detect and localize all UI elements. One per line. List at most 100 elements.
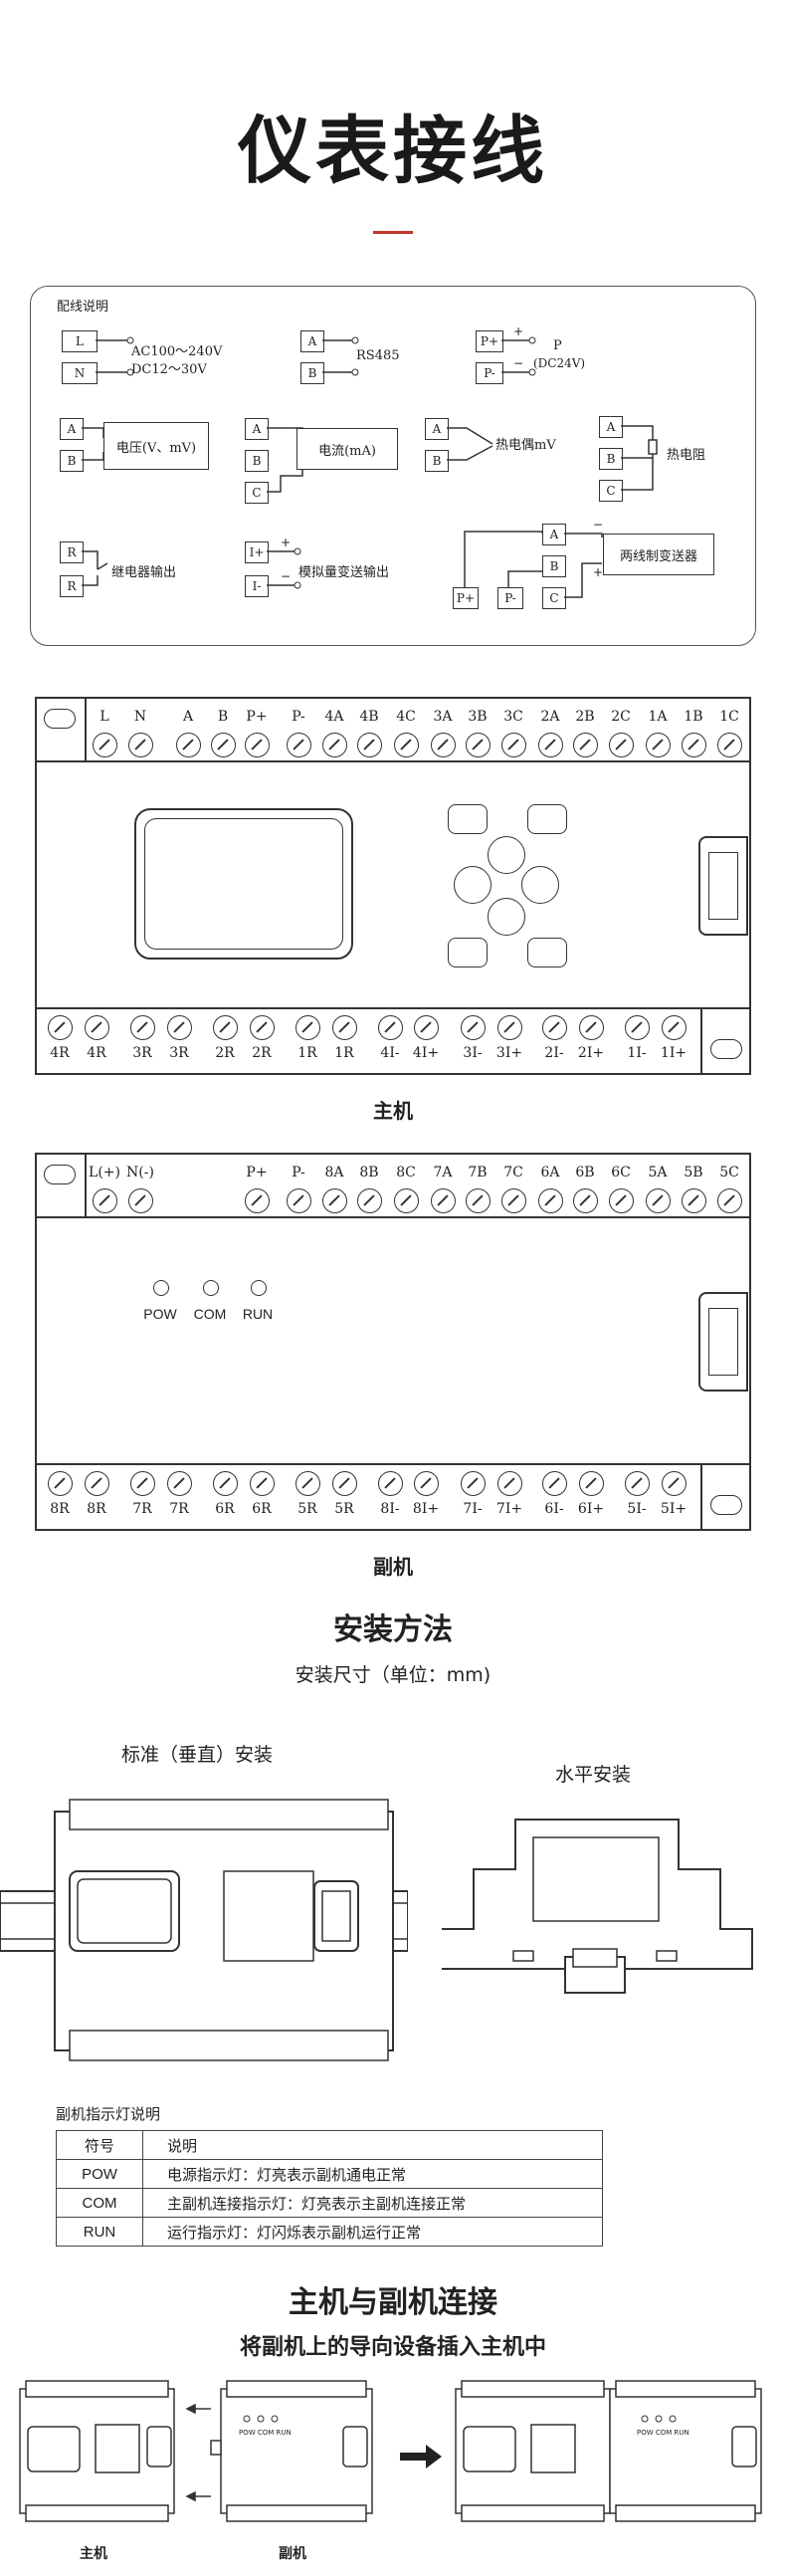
volt-box: 电压(V、mV) bbox=[103, 422, 209, 470]
sub-bottom-terminal-strip bbox=[35, 1463, 751, 1531]
relay-R2-box: R bbox=[60, 575, 84, 597]
horizontal-install-label: 水平安装 bbox=[555, 1764, 632, 1786]
title-accent-rule bbox=[373, 231, 413, 234]
sub-top-terminal-screw bbox=[357, 1188, 382, 1213]
connect-sub-label: 副机 bbox=[279, 2546, 306, 2562]
sub-top-terminal-screw bbox=[646, 1188, 671, 1213]
tx-pplus-box: P+ bbox=[453, 587, 479, 609]
key-bottom-left-button[interactable] bbox=[448, 938, 488, 967]
sub-top-terminal-label: 8B bbox=[359, 1165, 379, 1181]
main-bottom-terminal-screw bbox=[167, 1015, 192, 1040]
sub-bottom-terminal-label: 6I- bbox=[544, 1501, 564, 1517]
key-bottom-right-button[interactable] bbox=[527, 938, 567, 967]
main-top-terminal-label: 2B bbox=[575, 709, 595, 725]
main-top-terminal-screw bbox=[176, 733, 201, 757]
main-top-terminal-label: P- bbox=[292, 709, 305, 725]
main-top-terminal-screw bbox=[322, 733, 347, 757]
sub-top-terminal-label: 5B bbox=[684, 1165, 703, 1181]
main-top-terminal-screw bbox=[573, 733, 598, 757]
sub-top-terminal-screw bbox=[93, 1188, 117, 1213]
main-bottom-terminal-screw bbox=[378, 1015, 403, 1040]
tx-minus-sign: − bbox=[593, 518, 604, 532]
sub-top-terminal-screw bbox=[466, 1188, 491, 1213]
sub-bottom-terminal-screw bbox=[378, 1471, 403, 1496]
sub-bottom-terminal-label: 8R bbox=[87, 1501, 106, 1517]
sub-top-terminal-label: P- bbox=[292, 1165, 305, 1181]
sub-bottom-terminal-screw bbox=[295, 1471, 320, 1496]
sub-bottom-terminal-label: 5R bbox=[334, 1501, 354, 1517]
indicator-table: 符号 说明 POW 电源指示灯：灯亮表示副机通电正常 COM 主副机连接指示灯：… bbox=[56, 2130, 603, 2247]
rs485-label: RS485 bbox=[356, 348, 400, 363]
key-right-button[interactable] bbox=[521, 866, 559, 904]
main-top-terminal-screw bbox=[211, 733, 236, 757]
main-top-left-divider bbox=[85, 697, 87, 762]
p-plus-box: P+ bbox=[476, 330, 503, 352]
main-bottom-terminal-label: 2I- bbox=[544, 1045, 564, 1061]
vertical-install-label: 标准（垂直）安装 bbox=[121, 1744, 274, 1766]
main-bottom-terminal-label: 1I- bbox=[627, 1045, 647, 1061]
main-top-terminal-screw bbox=[357, 733, 382, 757]
key-top-right-button[interactable] bbox=[527, 804, 567, 834]
main-bottom-terminal-strip bbox=[35, 1007, 751, 1075]
indicator-table-title: 副机指示灯说明 bbox=[56, 2105, 161, 2123]
indicator-symbol: COM bbox=[56, 2188, 143, 2218]
sub-top-terminal-label: 8C bbox=[396, 1165, 416, 1181]
relay-R1-box: R bbox=[60, 541, 84, 563]
connect-combined-led-label: POW COM RUN bbox=[637, 2429, 689, 2437]
sub-bottom-terminal-label: 5I+ bbox=[660, 1501, 688, 1517]
main-bottom-terminal-label: 4R bbox=[50, 1045, 70, 1061]
power-wires bbox=[96, 336, 134, 376]
indicator-col-symbol: 符号 bbox=[56, 2130, 143, 2160]
sub-bottom-right-divider bbox=[700, 1463, 702, 1531]
sub-bottom-terminal-label: 7R bbox=[132, 1501, 152, 1517]
sub-bottom-terminal-label: 8I+ bbox=[412, 1501, 440, 1517]
rtd-wires bbox=[621, 425, 658, 491]
sub-bottom-terminal-label: 5R bbox=[297, 1501, 317, 1517]
main-top-terminal-screw bbox=[245, 733, 270, 757]
table-row: COM 主副机连接指示灯：灯亮表示主副机连接正常 bbox=[56, 2188, 603, 2218]
sub-top-terminal-label: P+ bbox=[246, 1165, 268, 1181]
pow-led-label: POW bbox=[143, 1306, 177, 1322]
power-ac-label: AC100～240V bbox=[131, 344, 223, 359]
main-unit-caption: 主机 bbox=[373, 1099, 413, 1123]
key-top-left-button[interactable] bbox=[448, 804, 488, 834]
main-top-terminal-screw bbox=[501, 733, 526, 757]
p-sub-label: (DC24V) bbox=[533, 356, 586, 370]
sub-top-terminal-label: 7B bbox=[468, 1165, 488, 1181]
sub-top-terminal-label: 6A bbox=[540, 1165, 560, 1181]
sub-top-terminal-screw bbox=[538, 1188, 563, 1213]
sub-bottom-terminal-screw bbox=[542, 1471, 567, 1496]
sub-top-terminal-screw bbox=[501, 1188, 526, 1213]
key-left-button[interactable] bbox=[454, 866, 491, 904]
sub-bottom-terminal-label: 8R bbox=[50, 1501, 70, 1517]
main-bottom-terminal-label: 4R bbox=[87, 1045, 106, 1061]
key-down-button[interactable] bbox=[488, 898, 525, 936]
power-dc-label: DC12～30V bbox=[131, 362, 207, 377]
key-up-button[interactable] bbox=[488, 836, 525, 874]
vertical-install-drawing bbox=[0, 1799, 408, 2061]
curr-box: 电流(mA) bbox=[296, 428, 398, 470]
main-top-terminal-label: 4B bbox=[359, 709, 379, 725]
main-bottom-terminal-label: 2R bbox=[215, 1045, 235, 1061]
analog-plus-box: I+ bbox=[245, 541, 269, 563]
install-subtitle: 安装尺寸（单位：mm) bbox=[295, 1664, 491, 1686]
tc-B-box: B bbox=[425, 450, 449, 472]
rs485-wires bbox=[322, 336, 359, 376]
indicator-desc: 主副机连接指示灯：灯亮表示主副机连接正常 bbox=[142, 2188, 603, 2218]
main-mount-hole-bottom bbox=[710, 1039, 742, 1059]
sub-top-terminal-screw bbox=[682, 1188, 706, 1213]
main-mount-hole-top bbox=[44, 709, 76, 729]
main-top-terminal-screw bbox=[287, 733, 311, 757]
main-bottom-terminal-screw bbox=[461, 1015, 486, 1040]
sub-bottom-terminal-screw bbox=[167, 1471, 192, 1496]
tc-A-box: A bbox=[425, 418, 449, 440]
main-unit-device bbox=[35, 697, 751, 1075]
indicator-symbol: POW bbox=[56, 2159, 143, 2189]
main-bottom-terminal-screw bbox=[332, 1015, 357, 1040]
main-bottom-terminal-screw bbox=[625, 1015, 650, 1040]
sub-bottom-terminal-label: 6R bbox=[215, 1501, 235, 1517]
tx-pminus-box: P- bbox=[497, 587, 523, 609]
sub-bottom-terminal-screw bbox=[414, 1471, 439, 1496]
sub-top-terminal-screw bbox=[322, 1188, 347, 1213]
volt-A-box: A bbox=[60, 418, 84, 440]
